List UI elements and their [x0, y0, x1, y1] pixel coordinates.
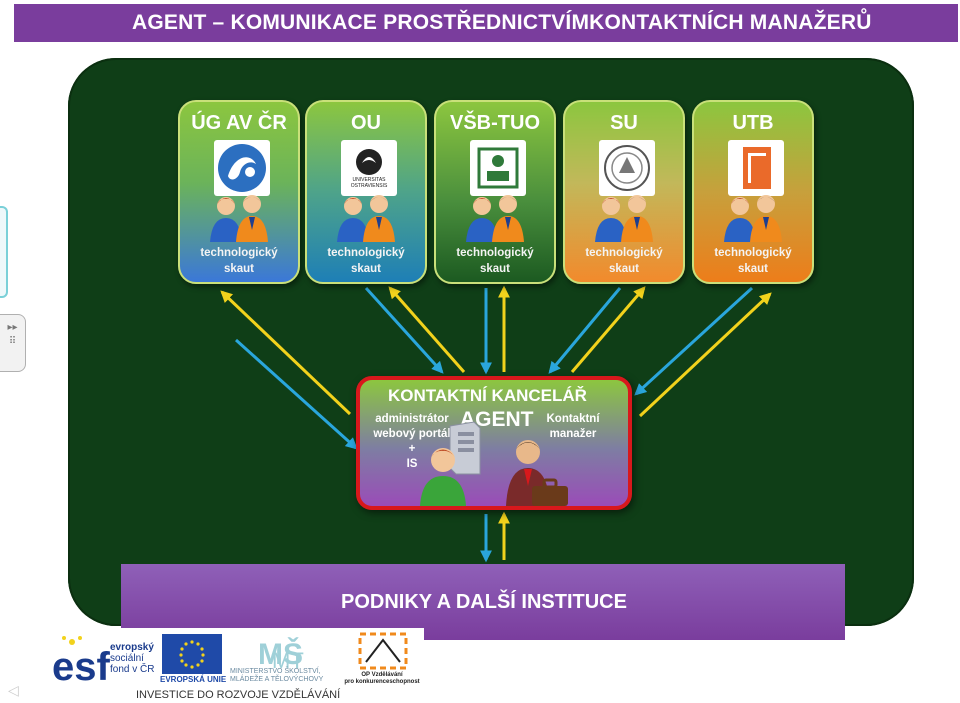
office-manager-label: Kontaktní manažer	[538, 412, 608, 442]
role-line: skaut	[608, 263, 640, 275]
admin-line: administrátor	[375, 413, 449, 425]
role-line: technologický	[327, 247, 405, 259]
role-line: technologický	[585, 247, 663, 259]
scout-people-icon	[210, 195, 268, 242]
op-label-line: pro konkurenceschopnost	[344, 679, 420, 685]
msmt-logo-icon: MŠ MT	[258, 637, 304, 673]
institution-name: VŠB-TUO	[450, 112, 540, 134]
office-title: KONTAKTNÍ KANCELÁŘ	[388, 386, 587, 405]
institution-card-ou: OU UNIVERSITAS OSTRAVIENSIS technologick…	[305, 100, 427, 284]
ugavcr-logo-icon	[214, 140, 270, 196]
arrow-to-card	[220, 290, 352, 416]
svg-text:MT: MT	[272, 648, 304, 673]
esf-label-line: fond v ČR	[110, 664, 155, 675]
grid-icon[interactable]: ⠿	[8, 336, 17, 347]
institution-role: technologický skaut	[436, 245, 554, 277]
companies-box: PODNIKY A DALŠÍ INSTITUCE	[121, 564, 845, 640]
institution-name: OU	[351, 112, 381, 134]
svg-text:MŠ: MŠ	[258, 637, 303, 671]
institution-role: technologický skaut	[307, 245, 425, 277]
svg-text:esf: esf	[52, 645, 110, 684]
arrow-to-card	[388, 286, 466, 373]
scout-people-icon	[724, 195, 782, 242]
scout-people-icon	[466, 195, 524, 242]
institution-name: ÚG AV ČR	[191, 112, 287, 134]
page-title-text: AGENT – KOMUNIKACE PROSTŘEDNICTVÍMKONTAK…	[132, 11, 872, 34]
role-line: technologický	[200, 247, 278, 259]
side-panel-tab[interactable]	[0, 206, 8, 298]
briefcase-icon	[532, 478, 568, 506]
manager-line: Kontaktní	[546, 413, 600, 425]
msmt-label: MINISTERSTVO ŠKOLSTVÍ, MLÁDEŽE A TĚLOVÝC…	[230, 668, 324, 683]
op-label: OP Vzdělávání pro konkurenceschopnost	[342, 672, 422, 686]
administrator-person-icon	[420, 448, 466, 506]
esf-label: evropský sociální fond v ČR	[110, 642, 154, 675]
role-line: technologický	[714, 247, 792, 259]
utb-logo-icon	[728, 140, 784, 196]
esf-logo-icon: esf	[52, 636, 110, 684]
arrow-to-office	[234, 338, 358, 450]
op-label-line: OP Vzdělávání	[361, 672, 403, 678]
role-line: skaut	[737, 263, 769, 275]
manager-line: manažer	[549, 428, 597, 440]
institution-role: technologický skaut	[180, 245, 298, 277]
institution-card-utb: UTB technologický skaut	[692, 100, 814, 284]
role-line: skaut	[223, 263, 255, 275]
role-line: skaut	[350, 263, 382, 275]
eu-label: EVROPSKÁ UNIE	[160, 675, 227, 684]
slide-nav-widget[interactable]: ▸▸ ⠿	[0, 314, 26, 372]
ou-logo-icon: UNIVERSITAS OSTRAVIENSIS	[341, 140, 397, 196]
scout-people-icon	[337, 195, 395, 242]
ou-logo-text: UNIVERSITAS OSTRAVIENSIS	[350, 177, 388, 189]
speaker-icon[interactable]: ◁	[8, 682, 19, 698]
su-logo-icon	[599, 140, 655, 196]
institution-role: technologický skaut	[565, 245, 683, 277]
eu-flag-icon	[162, 634, 222, 674]
admin-line: webový portál	[373, 428, 451, 440]
invest-label: INVESTICE DO ROZVOJE VZDĚLÁVÁNÍ	[136, 689, 341, 701]
role-line: technologický	[456, 247, 534, 259]
scout-people-icon	[595, 195, 653, 242]
institution-role: technologický skaut	[694, 245, 812, 277]
arrow-to-office	[364, 286, 444, 374]
role-line: skaut	[479, 263, 511, 275]
page-title: AGENT – KOMUNIKACE PROSTŘEDNICTVÍMKONTAK…	[14, 4, 958, 42]
op-logo-icon	[358, 632, 408, 670]
institution-name: UTB	[732, 112, 774, 134]
admin-line: IS	[406, 458, 418, 470]
esf-label-line: evropský	[110, 642, 154, 653]
footer-logos: esf evropský sociální fond v ČR EVROPSKÁ…	[50, 628, 424, 688]
admin-line: +	[408, 443, 416, 455]
arrow-to-card	[570, 286, 646, 373]
institution-name: SU	[610, 112, 638, 134]
companies-label: PODNIKY A DALŠÍ INSTITUCE	[341, 590, 627, 613]
vsb-tuo-logo-icon	[470, 140, 526, 196]
institution-card-su: SU technologický skaut	[563, 100, 685, 284]
institution-card-ugavcr: ÚG AV ČR technologický skaut	[178, 100, 300, 284]
arrow-to-office	[634, 286, 754, 396]
expand-icon[interactable]: ▸▸	[7, 322, 18, 333]
contact-office-box: KONTAKTNÍ KANCELÁŘ AGENT administrátor w…	[356, 376, 632, 510]
arrow-to-card	[638, 292, 772, 418]
office-admin-label: administrátor webový portál + IS	[370, 412, 454, 472]
institution-card-vsb-tuo: VŠB-TUO technologický skaut	[434, 100, 556, 284]
office-agent-label: AGENT	[460, 408, 534, 431]
arrow-to-office	[548, 287, 622, 374]
esf-label-line: sociální	[110, 653, 144, 664]
